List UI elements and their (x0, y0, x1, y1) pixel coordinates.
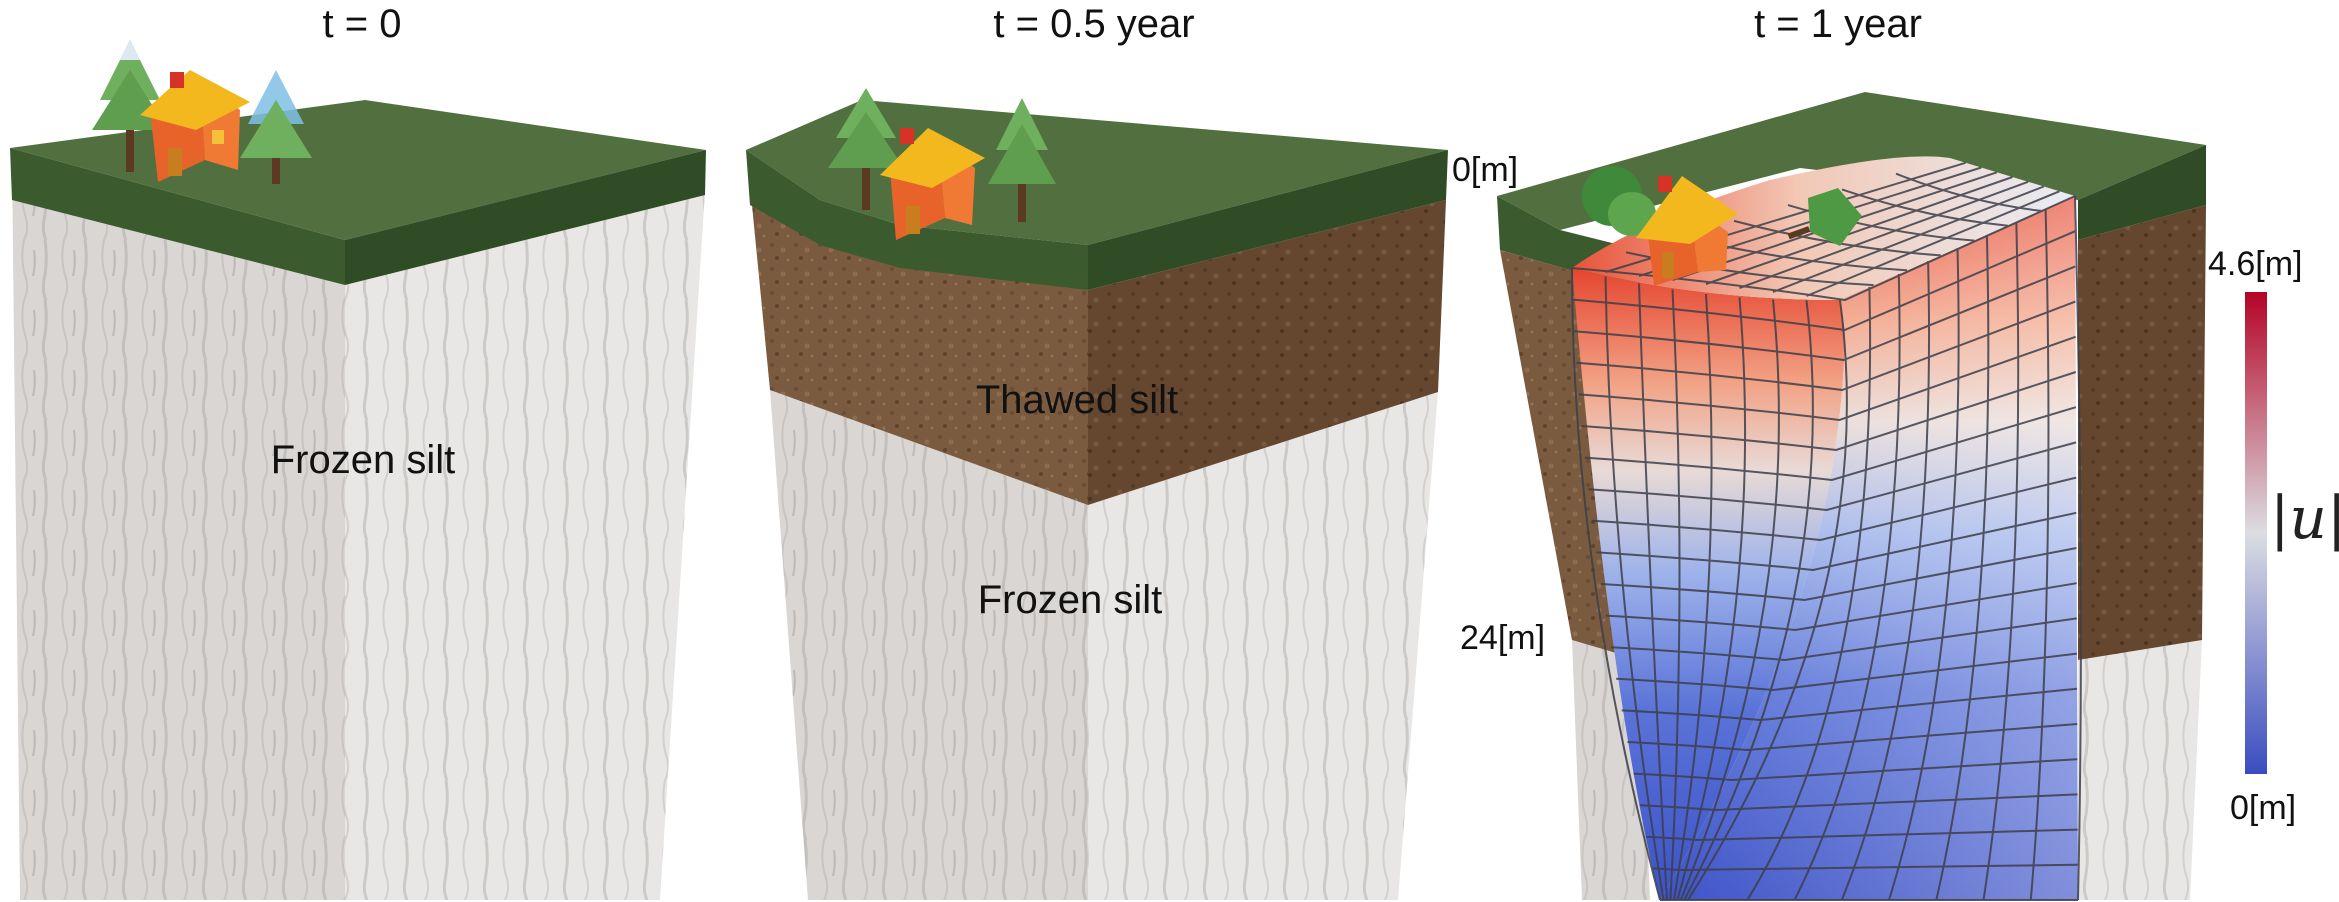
mesh-line (1584, 406, 2077, 482)
mesh-line (1576, 300, 2076, 392)
frozen-silt-right-face (2078, 640, 2202, 900)
mesh-line (1572, 230, 2076, 332)
mesh-line (1840, 260, 1931, 901)
grass-side-left (10, 148, 345, 285)
mesh-line (1627, 723, 2078, 752)
depth-marker-bottom: 24[m] (1460, 619, 1546, 657)
frozen-silt-left-face (12, 158, 345, 900)
mesh-line (1669, 289, 1681, 901)
mesh-line (1578, 335, 2076, 422)
tree-icon (240, 70, 312, 184)
grass-side-right (2078, 145, 2206, 240)
mesh-line (1888, 247, 1960, 901)
grass-side-left (746, 150, 1088, 290)
panel-title-t0: t = 0 (322, 2, 402, 46)
mesh-line (1679, 299, 1780, 901)
panel-title-t05: t = 0.5 year (993, 2, 1195, 46)
house-icon (140, 70, 250, 182)
panel-title-t1: t = 1 year (1754, 2, 1922, 46)
mesh-line (1638, 283, 1668, 901)
thawed-silt-label: Thawed silt (975, 378, 1179, 422)
frozen-silt-right-face (345, 192, 705, 900)
tree-icon (828, 88, 904, 210)
house-icon (1636, 176, 1738, 286)
mesh-line (2074, 195, 2082, 901)
frozen-silt-label: Frozen silt (977, 578, 1163, 622)
mesh-line (1581, 371, 2077, 452)
panel-t0-block (10, 40, 706, 900)
mesh-grid-lines (1571, 161, 2082, 902)
panel-t1-block (1497, 92, 2206, 902)
grass-side-right (1088, 150, 1448, 290)
tree-icon (988, 98, 1056, 222)
mesh-line (1646, 828, 2078, 842)
mesh-line (1772, 185, 2045, 293)
thawed-silt-right-face (1088, 200, 1446, 505)
tree-icon (1582, 166, 1656, 236)
mesh-line (1895, 172, 2042, 212)
mesh-line (1604, 276, 1665, 901)
mesh-line (1793, 273, 1901, 901)
mesh-line (1672, 293, 1713, 901)
mesh-line (2029, 208, 2050, 901)
tree-icon (1787, 188, 1862, 246)
mesh-line (1705, 176, 2013, 285)
thawed-silt-right-face (2078, 205, 2206, 660)
mesh-line (1982, 221, 2020, 901)
mesh-line (1806, 190, 2060, 297)
frozen-silt-right-face (1088, 392, 1438, 900)
mesh-line (1588, 441, 2077, 512)
colorbar-min-label: 0[m] (2230, 789, 2297, 827)
mesh-line (1739, 180, 2029, 289)
panel-t05-block (746, 88, 1448, 900)
mesh-line (1746, 286, 1872, 901)
mesh-line (1683, 300, 1814, 901)
depth-marker-top: 0[m] (1452, 151, 1519, 189)
grass-side-right (345, 150, 706, 285)
mesh-line (1676, 297, 1747, 901)
colorbar (2245, 292, 2267, 774)
mesh-line (1600, 547, 2077, 602)
displacement-mesh (1571, 156, 2082, 902)
colorbar-max-label: 4.6[m] (2208, 245, 2303, 283)
colorbar-symbol: |u| (2270, 484, 2339, 552)
frozen-silt-left-face (770, 390, 1088, 900)
frozen-silt-label: Frozen silt (270, 438, 456, 482)
mesh-line (1571, 267, 1661, 901)
mesh-line (1686, 299, 1848, 901)
house-icon (880, 128, 985, 240)
mesh-line (1841, 188, 2008, 227)
mesh-line (1935, 234, 1990, 901)
mesh-line (1574, 265, 2076, 362)
mesh-line (1621, 687, 2078, 722)
